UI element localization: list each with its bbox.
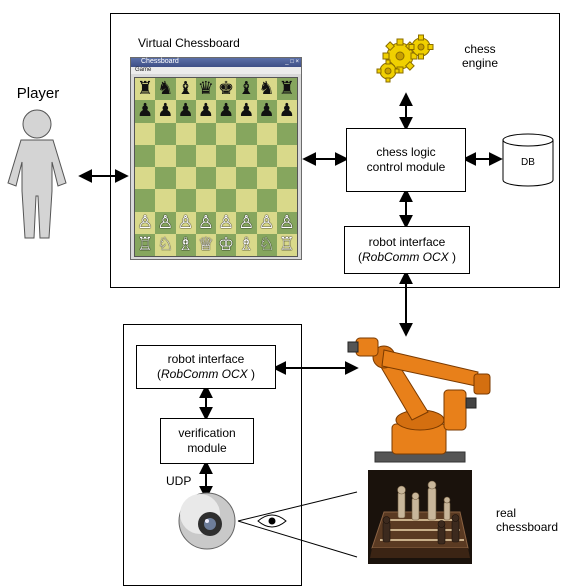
menu-game: Game — [135, 67, 152, 73]
chessboard-grid: ♜♞♝♛♚♝♞♜♟♟♟♟♟♟♟♟♙♙♙♙♙♙♙♙♖♘♗♕♔♗♘♖ — [134, 77, 298, 257]
board-square[interactable] — [155, 144, 176, 167]
window-title: Chessboard — [141, 58, 179, 65]
board-square[interactable]: ♛ — [195, 78, 216, 101]
board-square[interactable]: ♜ — [276, 78, 297, 101]
board-square[interactable]: ♖ — [276, 233, 297, 256]
board-square[interactable]: ♟ — [236, 100, 257, 123]
board-square[interactable] — [256, 189, 277, 212]
verification-module-label: verification module — [178, 426, 236, 455]
board-square[interactable] — [216, 122, 237, 145]
board-square[interactable] — [175, 144, 196, 167]
board-square[interactable] — [155, 189, 176, 212]
eye-icon — [257, 514, 287, 528]
industrial-robot-image — [347, 337, 491, 463]
board-square[interactable]: ♜ — [135, 78, 156, 101]
udp-label: UDP — [166, 474, 192, 488]
board-square[interactable]: ♕ — [195, 233, 216, 256]
board-square[interactable]: ♟ — [195, 100, 216, 123]
board-square[interactable]: ♘ — [155, 233, 176, 256]
chess-logic-control-module: chess logic control module — [346, 128, 466, 192]
robot-interface-bottom-subtitle: (RobComm OCX ) — [156, 367, 256, 381]
window-menubar: Game — [131, 67, 301, 74]
board-square[interactable] — [155, 167, 176, 190]
board-square[interactable] — [135, 144, 156, 167]
board-square[interactable] — [195, 122, 216, 145]
board-square[interactable] — [236, 167, 257, 190]
board-square[interactable] — [236, 122, 257, 145]
board-square[interactable] — [195, 144, 216, 167]
web-camera-image — [178, 492, 236, 550]
board-square[interactable]: ♝ — [236, 78, 257, 101]
view-cone-upper — [237, 491, 358, 522]
board-square[interactable]: ♞ — [256, 78, 277, 101]
board-square[interactable]: ♙ — [135, 211, 156, 234]
board-square[interactable] — [256, 144, 277, 167]
real-chessboard-label: real chessboard — [496, 506, 559, 534]
board-square[interactable] — [175, 167, 196, 190]
board-square[interactable] — [135, 122, 156, 145]
virtual-chessboard-label: Virtual Chessboard — [138, 36, 240, 50]
board-square[interactable] — [195, 189, 216, 212]
board-square[interactable] — [276, 167, 297, 190]
board-square[interactable]: ♟ — [216, 100, 237, 123]
board-square[interactable]: ♟ — [276, 100, 297, 123]
board-square[interactable]: ♙ — [256, 211, 277, 234]
board-square[interactable]: ♖ — [135, 233, 156, 256]
database-icon — [502, 133, 554, 187]
db-label: DB — [521, 157, 535, 168]
board-square[interactable]: ♙ — [216, 211, 237, 234]
pc-system-frame — [110, 13, 560, 288]
robot-interface-bottom-title: robot interface — [167, 352, 245, 366]
board-square[interactable]: ♙ — [276, 211, 297, 234]
board-square[interactable]: ♙ — [236, 211, 257, 234]
board-square[interactable]: ♙ — [155, 211, 176, 234]
board-square[interactable]: ♙ — [195, 211, 216, 234]
window-titlebar: Chessboard _ □ × — [131, 58, 301, 67]
board-square[interactable] — [216, 167, 237, 190]
board-square[interactable] — [256, 122, 277, 145]
virtual-chessboard-window: Chessboard _ □ × Game ♜♞♝♛♚♝♞♜♟♟♟♟♟♟♟♟♙♙… — [130, 57, 302, 260]
real-chessboard-image — [368, 470, 472, 564]
board-square[interactable] — [256, 167, 277, 190]
board-square[interactable]: ♔ — [216, 233, 237, 256]
board-square[interactable]: ♞ — [155, 78, 176, 101]
window-controls: _ □ × — [285, 59, 299, 65]
board-square[interactable] — [175, 189, 196, 212]
board-square[interactable] — [276, 189, 297, 212]
board-square[interactable]: ♟ — [175, 100, 196, 123]
board-square[interactable] — [276, 122, 297, 145]
board-square[interactable] — [216, 144, 237, 167]
board-square[interactable] — [135, 189, 156, 212]
player-icon — [7, 109, 67, 239]
board-square[interactable] — [155, 122, 176, 145]
board-square[interactable] — [175, 122, 196, 145]
board-square[interactable]: ♚ — [216, 78, 237, 101]
board-square[interactable] — [236, 144, 257, 167]
robot-interface-top-subtitle: (RobComm OCX ) — [357, 250, 457, 264]
robot-interface-top-title: robot interface — [368, 235, 446, 249]
verification-module: verification module — [160, 418, 254, 464]
gears-icon — [376, 34, 434, 83]
chess-engine-label: chess engine — [461, 42, 499, 70]
board-square[interactable]: ♟ — [256, 100, 277, 123]
board-square[interactable] — [135, 167, 156, 190]
board-square[interactable]: ♟ — [135, 100, 156, 123]
chess-logic-label: chess logic control module — [366, 145, 446, 174]
player-label: Player — [16, 85, 60, 102]
board-square[interactable]: ♗ — [175, 233, 196, 256]
board-square[interactable]: ♗ — [236, 233, 257, 256]
robot-interface-bottom: robot interface (RobComm OCX ) — [136, 345, 276, 389]
robot-interface-top: robot interface (RobComm OCX ) — [344, 226, 470, 274]
board-square[interactable] — [216, 189, 237, 212]
board-square[interactable]: ♘ — [256, 233, 277, 256]
board-square[interactable] — [276, 144, 297, 167]
connections-layer — [7, 34, 554, 564]
board-square[interactable] — [195, 167, 216, 190]
board-square[interactable]: ♝ — [175, 78, 196, 101]
view-cone-lower — [237, 520, 358, 558]
board-square[interactable]: ♟ — [155, 100, 176, 123]
board-square[interactable]: ♙ — [175, 211, 196, 234]
board-square[interactable] — [236, 189, 257, 212]
